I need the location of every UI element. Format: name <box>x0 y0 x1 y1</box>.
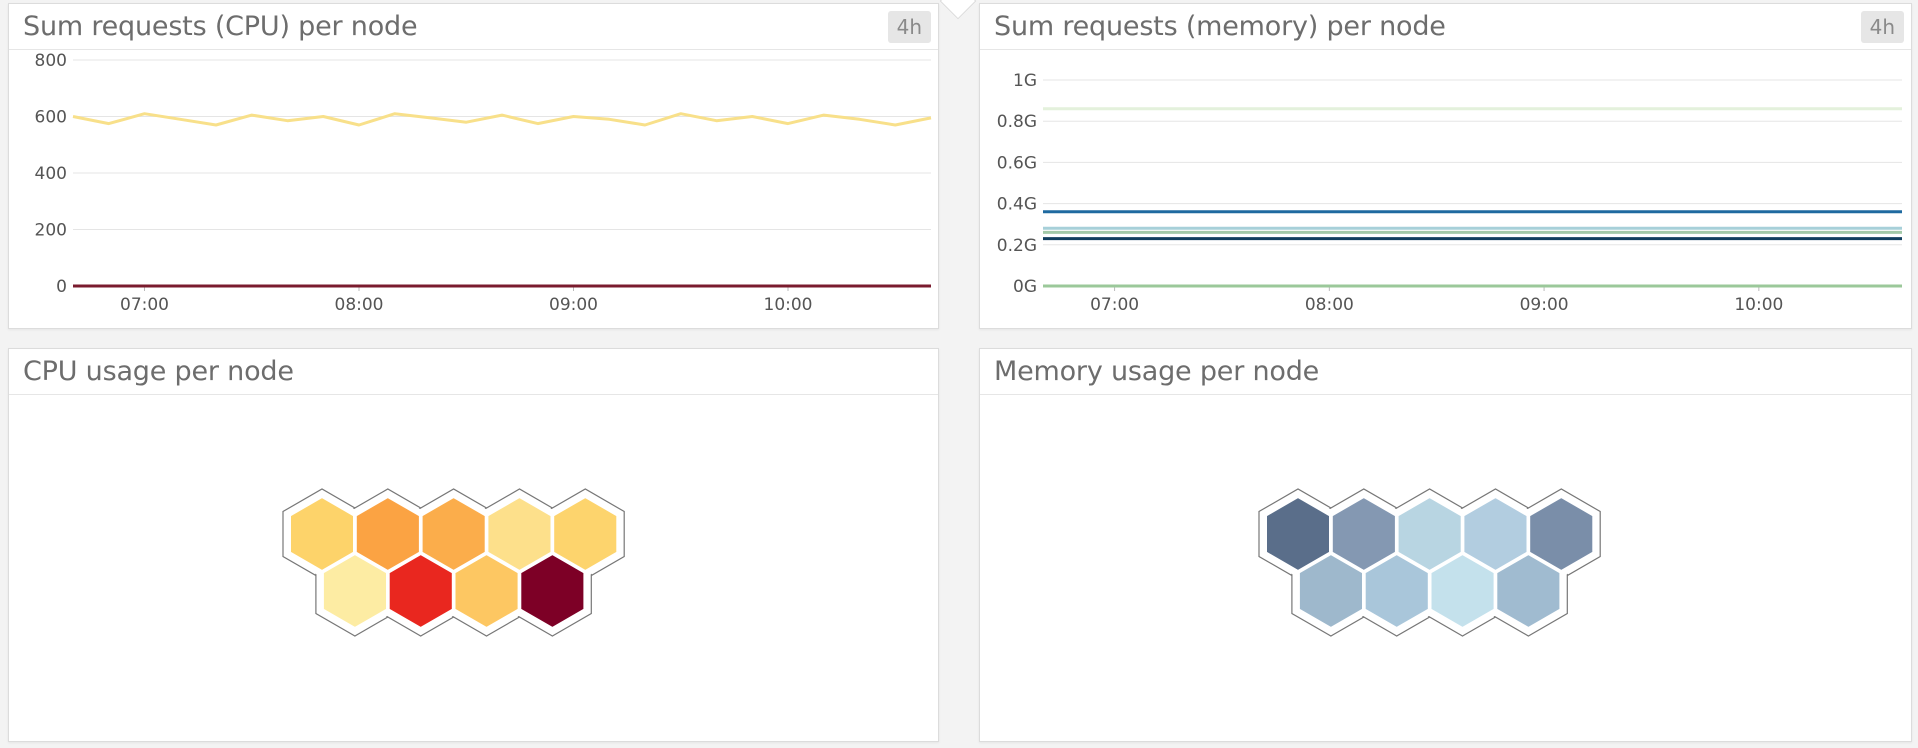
widget-title: Sum requests (memory) per node <box>994 11 1446 42</box>
host-hexagon[interactable] <box>552 495 619 573</box>
memory-usage-widget[interactable]: Memory usage per node <box>979 348 1912 742</box>
host-hexagon[interactable] <box>519 552 586 630</box>
memory-requests-widget[interactable]: Sum requests (memory) per node 4h 0G 0.2G… <box>979 3 1912 329</box>
x-tick-label: 09:00 <box>1520 295 1569 315</box>
timeframe-badge[interactable]: 4h <box>887 11 931 43</box>
y-tick-label: 1G <box>1013 71 1037 91</box>
memory-usage-hostmap[interactable] <box>980 394 1911 741</box>
y-tick-label: 600 <box>35 108 67 128</box>
host-hexagon[interactable] <box>1297 552 1364 630</box>
y-tick-label: 400 <box>35 164 67 184</box>
host-hexagon[interactable] <box>453 552 520 630</box>
hex-group <box>282 488 625 637</box>
host-hexagon[interactable] <box>289 495 355 573</box>
widget-title: Memory usage per node <box>994 356 1320 387</box>
y-tick-label: 200 <box>35 221 67 241</box>
widget-header: Memory usage per node <box>980 349 1911 395</box>
host-hexagon[interactable] <box>1396 495 1463 573</box>
host-hexagon[interactable] <box>1363 552 1430 630</box>
host-hexagon[interactable] <box>1429 552 1496 630</box>
widget-title: Sum requests (CPU) per node <box>23 11 418 42</box>
x-tick-label: 07:00 <box>120 295 169 315</box>
hex-group <box>1258 488 1601 637</box>
y-tick-label: 0.8G <box>997 112 1037 132</box>
y-tick-label: 0.4G <box>997 195 1037 215</box>
y-tick-label: 0G <box>1013 277 1037 297</box>
x-tick-label: 07:00 <box>1090 295 1139 315</box>
x-tick-label: 10:00 <box>764 295 813 315</box>
y-tick-label: 0.6G <box>997 153 1037 173</box>
host-hexagon[interactable] <box>1462 495 1529 573</box>
host-hexagon[interactable] <box>1495 552 1562 630</box>
host-hexagon[interactable] <box>1265 495 1331 573</box>
series-line <box>72 112 932 127</box>
y-tick-label: 800 <box>35 51 67 71</box>
y-tick-label: 0 <box>56 277 67 297</box>
host-hexagon[interactable] <box>321 552 388 630</box>
host-hexagon[interactable] <box>354 495 421 573</box>
host-hexagon[interactable] <box>420 495 487 573</box>
host-hexagon[interactable] <box>486 495 553 573</box>
cpu-requests-widget[interactable]: Sum requests (CPU) per node 4h 0 200 400 60… <box>8 3 939 329</box>
x-tick-label: 08:00 <box>1305 295 1354 315</box>
widget-title: CPU usage per node <box>23 356 294 387</box>
cpu-usage-hostmap[interactable] <box>9 394 938 741</box>
y-tick-label: 0.2G <box>997 236 1037 256</box>
widget-header: CPU usage per node <box>9 349 938 395</box>
timeframe-badge[interactable]: 4h <box>1860 11 1904 43</box>
memory-requests-line-chart[interactable]: 0G 0.2G 0.4G 0.6G 0.8G 1G 07:00 08:00 09:00 10:00 <box>980 49 1911 328</box>
x-tick-label: 08:00 <box>335 295 384 315</box>
host-hexagon[interactable] <box>387 552 454 630</box>
cpu-usage-widget[interactable]: CPU usage per node <box>8 348 939 742</box>
host-hexagon[interactable] <box>1528 495 1595 573</box>
x-tick-label: 10:00 <box>1734 295 1783 315</box>
widget-header: Sum requests (CPU) per node 4h <box>9 4 938 50</box>
widget-pointer-notch <box>939 0 977 20</box>
x-tick-label: 09:00 <box>549 295 598 315</box>
cpu-requests-line-chart[interactable]: 0 200 400 600 800 07:00 08:00 09:00 10:00 <box>9 49 938 328</box>
host-hexagon[interactable] <box>1330 495 1397 573</box>
widget-header: Sum requests (memory) per node 4h <box>980 4 1911 50</box>
